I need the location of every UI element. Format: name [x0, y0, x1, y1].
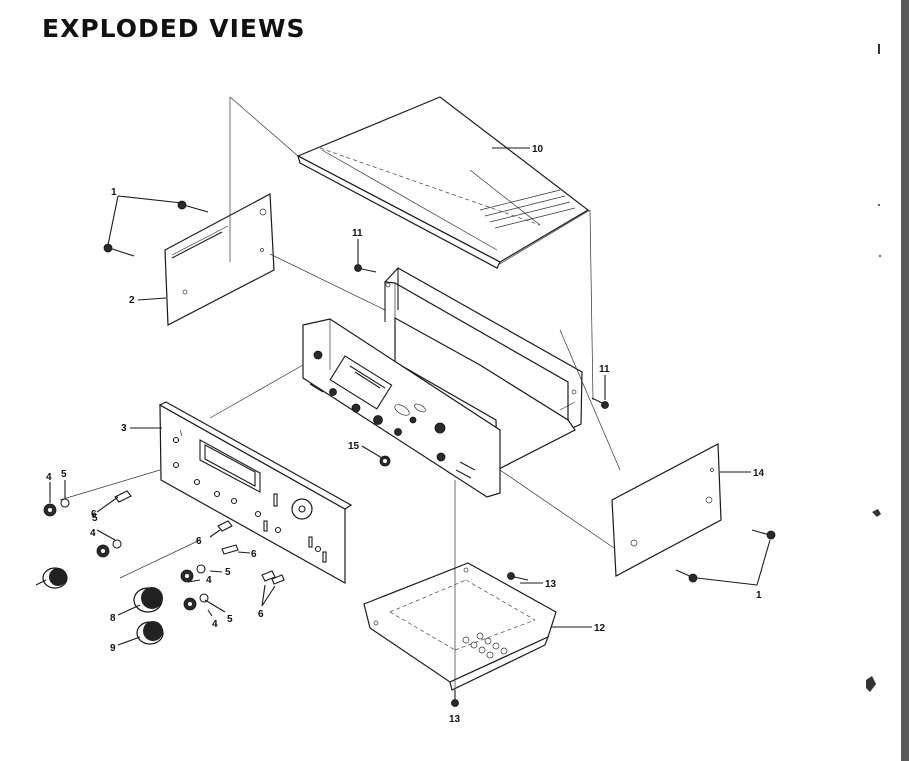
callout-8: 8	[110, 613, 116, 624]
callout-13: 13	[449, 714, 461, 725]
knob-8	[133, 587, 163, 613]
screw-11-right	[591, 397, 609, 409]
knobs	[42, 567, 164, 645]
nut-4-low	[180, 564, 206, 583]
callout-2: 2	[129, 295, 135, 306]
inner-control-panel	[302, 318, 501, 498]
scan-specks	[866, 44, 881, 692]
screw-hardware	[43, 200, 776, 707]
right-side-panel-part-14	[611, 443, 722, 577]
nut-4-bottom	[183, 593, 209, 611]
callout-labels: 1 1 2 3 4 4 4 4 5 5 5 5 6 6 6 6 8 9 10 1…	[46, 144, 765, 725]
callout-6: 6	[196, 536, 202, 547]
callout-5: 5	[61, 469, 67, 480]
knob-left	[42, 567, 68, 589]
callout-5: 5	[92, 513, 98, 524]
lever-6-b	[217, 520, 233, 532]
nut-4-mid	[96, 539, 122, 558]
bottom-plate-part-12	[363, 562, 557, 691]
callout-11: 11	[599, 364, 610, 375]
callout-3: 3	[121, 423, 127, 434]
lever-6-a	[114, 490, 132, 503]
lever-6-c	[221, 544, 239, 555]
screw-1-bottom	[103, 243, 135, 257]
callout-14: 14	[753, 468, 765, 479]
callout-1: 1	[756, 590, 762, 601]
callout-6: 6	[258, 609, 264, 620]
screw-11-top	[354, 264, 377, 273]
callout-6: 6	[91, 509, 97, 520]
callout-6: 6	[251, 549, 257, 560]
callout-15: 15	[348, 441, 360, 452]
scan-edge	[901, 0, 909, 761]
nut-4-top	[43, 498, 70, 517]
top-cover-part-10	[296, 96, 591, 269]
screw-1-right-top	[751, 529, 776, 540]
lever-6-d	[261, 570, 285, 585]
callout-1: 1	[111, 187, 117, 198]
callout-13: 13	[545, 579, 557, 590]
callout-4: 4	[90, 528, 96, 539]
chassis-frame	[383, 267, 583, 471]
screw-1-top	[177, 200, 209, 213]
screw-13-bottom	[451, 690, 459, 707]
callout-4: 4	[46, 472, 52, 483]
callout-5: 5	[227, 614, 233, 625]
left-side-panel-part-2	[164, 193, 275, 326]
page-title: EXPLODED VIEWS	[42, 14, 306, 43]
callout-leaders	[35, 147, 771, 646]
callout-4: 4	[206, 575, 212, 586]
front-panel-part-3	[158, 401, 353, 585]
callout-5: 5	[225, 567, 231, 578]
callout-10: 10	[532, 144, 544, 155]
nut-15	[379, 455, 391, 467]
knob-9	[136, 621, 164, 645]
screw-1-right-bottom	[675, 569, 698, 583]
callout-12: 12	[594, 623, 606, 634]
callout-9: 9	[110, 643, 116, 654]
projection-lines	[59, 96, 621, 690]
callout-11: 11	[352, 228, 363, 239]
callout-4: 4	[212, 619, 218, 630]
screw-13-top	[507, 572, 529, 581]
